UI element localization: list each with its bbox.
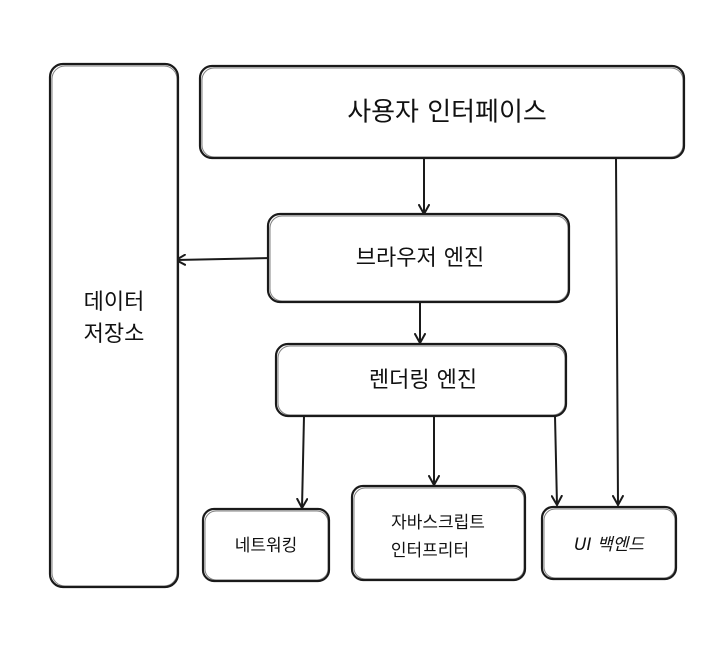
data-storage-label-line-2: 저장소 <box>84 322 145 347</box>
edges <box>175 157 624 509</box>
node-browser-engine: 브라우저 엔진 <box>266 212 571 304</box>
networking-label: 네트워킹 <box>235 536 298 556</box>
user-interface-label: 사용자 인터페이스 <box>347 98 547 128</box>
node-ui-backend: UI 백엔드 <box>540 505 678 581</box>
edge-browser-engine-to-data-storage <box>175 253 273 266</box>
js-interpreter-label-line-1: 자바스크립트 <box>391 513 485 533</box>
node-networking: 네트워킹 <box>201 507 331 583</box>
edge-ui-to-ui-backend <box>611 157 624 506</box>
data-storage-label-line-1: 데이터 <box>84 290 145 315</box>
node-rendering-engine: 렌더링 엔진 <box>274 342 568 418</box>
node-user-interface: 사용자 인터페이스 <box>198 64 686 160</box>
edge-rendering-engine-to-ui-backend <box>550 415 563 506</box>
node-data-storage: 데이터 저장소 <box>48 62 180 589</box>
js-interpreter-label-line-2: 인터프리터 <box>391 541 469 561</box>
edge-rendering-engine-to-networking <box>296 415 309 509</box>
browser-engine-label: 브라우저 엔진 <box>356 246 484 271</box>
ui-backend-label: UI 백엔드 <box>574 535 645 555</box>
rendering-engine-label: 렌더링 엔진 <box>369 368 477 393</box>
node-js-interpreter: 자바스크립트 인터프리터 <box>350 484 527 582</box>
